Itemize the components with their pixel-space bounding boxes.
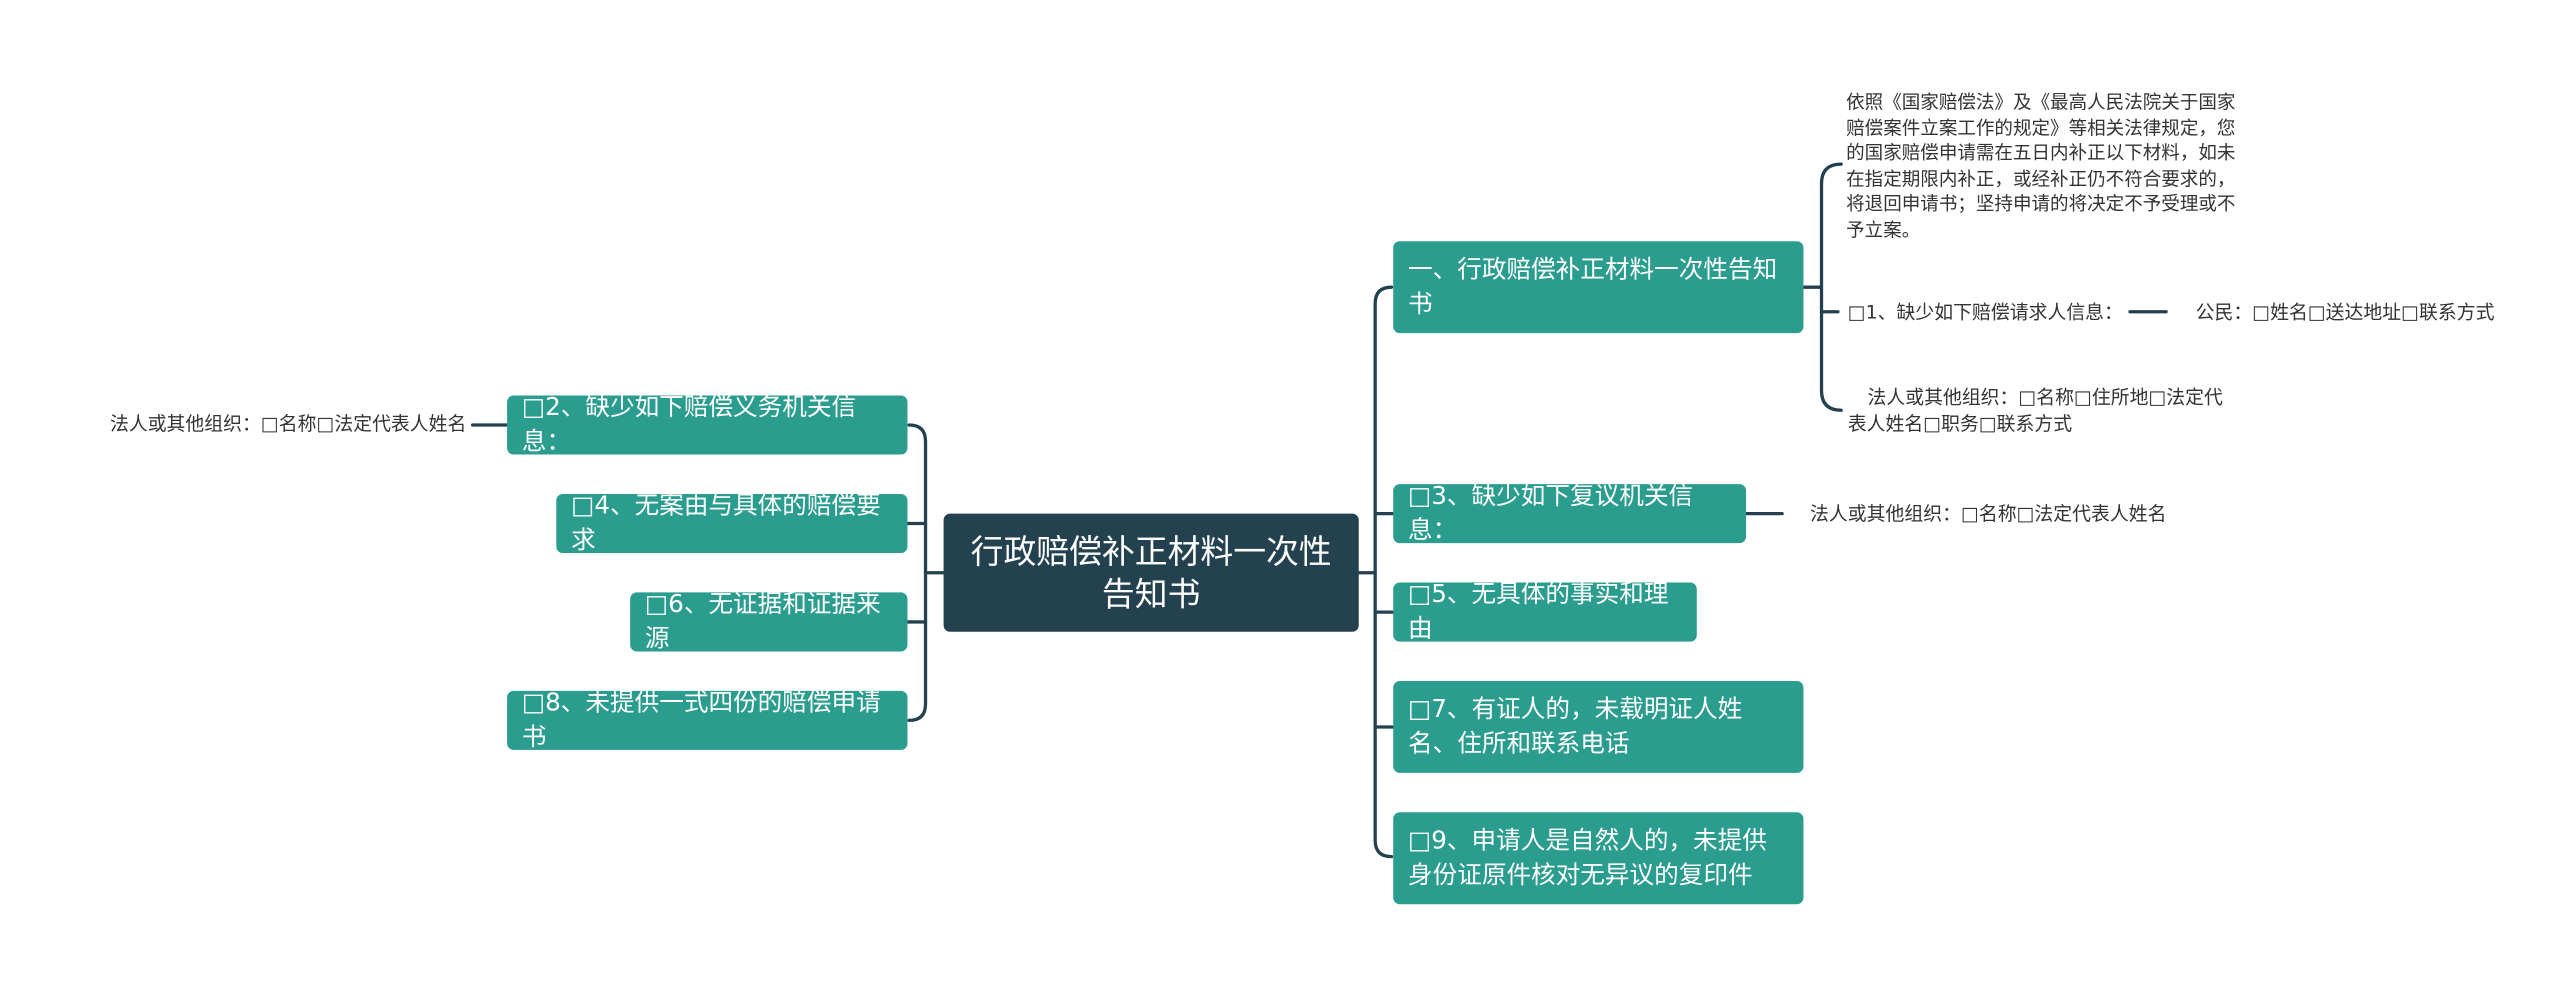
right-topic-3-child: 法人或其他组织：□名称□法定代表人姓名	[1810, 502, 2167, 526]
right-topic-1-item-1-child: 公民：□姓名□送达地址□联系方式	[2195, 300, 2495, 324]
right-topic-1[interactable]: 一、行政赔偿补正材料一次性告知书	[1393, 241, 1804, 334]
root-topic[interactable]: 行政赔偿补正材料一次性告知书	[943, 513, 1359, 632]
left-topic-4[interactable]: □4、无案由与具体的赔偿要求	[556, 491, 908, 555]
left-topic-2-child: 法人或其他组织：□名称□法定代表人姓名	[109, 411, 467, 435]
left-topic-8[interactable]: □8、未提供一式四份的赔偿申请书	[507, 688, 908, 752]
right-topic-1-item-1: □1、缺少如下赔偿请求人信息：	[1847, 300, 2123, 324]
left-topic-2[interactable]: □2、缺少如下赔偿义务机关信息：	[507, 392, 908, 456]
right-topic-7[interactable]: □7、有证人的，未载明证人姓名、住所和联系电话	[1393, 681, 1804, 773]
connector-right-trunk	[1373, 285, 1394, 859]
connector-right-1-bracket	[1819, 162, 1843, 412]
connector-left-trunk	[907, 423, 928, 723]
right-topic-1-item-2: 法人或其他组织：□名称□住所地□法定代表人姓名□职务□联系方式	[1847, 385, 2223, 435]
right-topic-3[interactable]: □3、缺少如下复议机关信息：	[1393, 481, 1747, 545]
right-topic-5[interactable]: □5、无具体的事实和理由	[1393, 579, 1697, 643]
right-topic-9[interactable]: □9、申请人是自然人的，未提供身份证原件核对无异议的复印件	[1393, 812, 1804, 905]
left-topic-6[interactable]: □6、无证据和证据来源	[630, 589, 908, 653]
right-topic-1-intro: 依照《国家赔偿法》及《最高人民法院关于国家赔偿案件立案工作的规定》等相关法律规定…	[1846, 91, 2236, 241]
